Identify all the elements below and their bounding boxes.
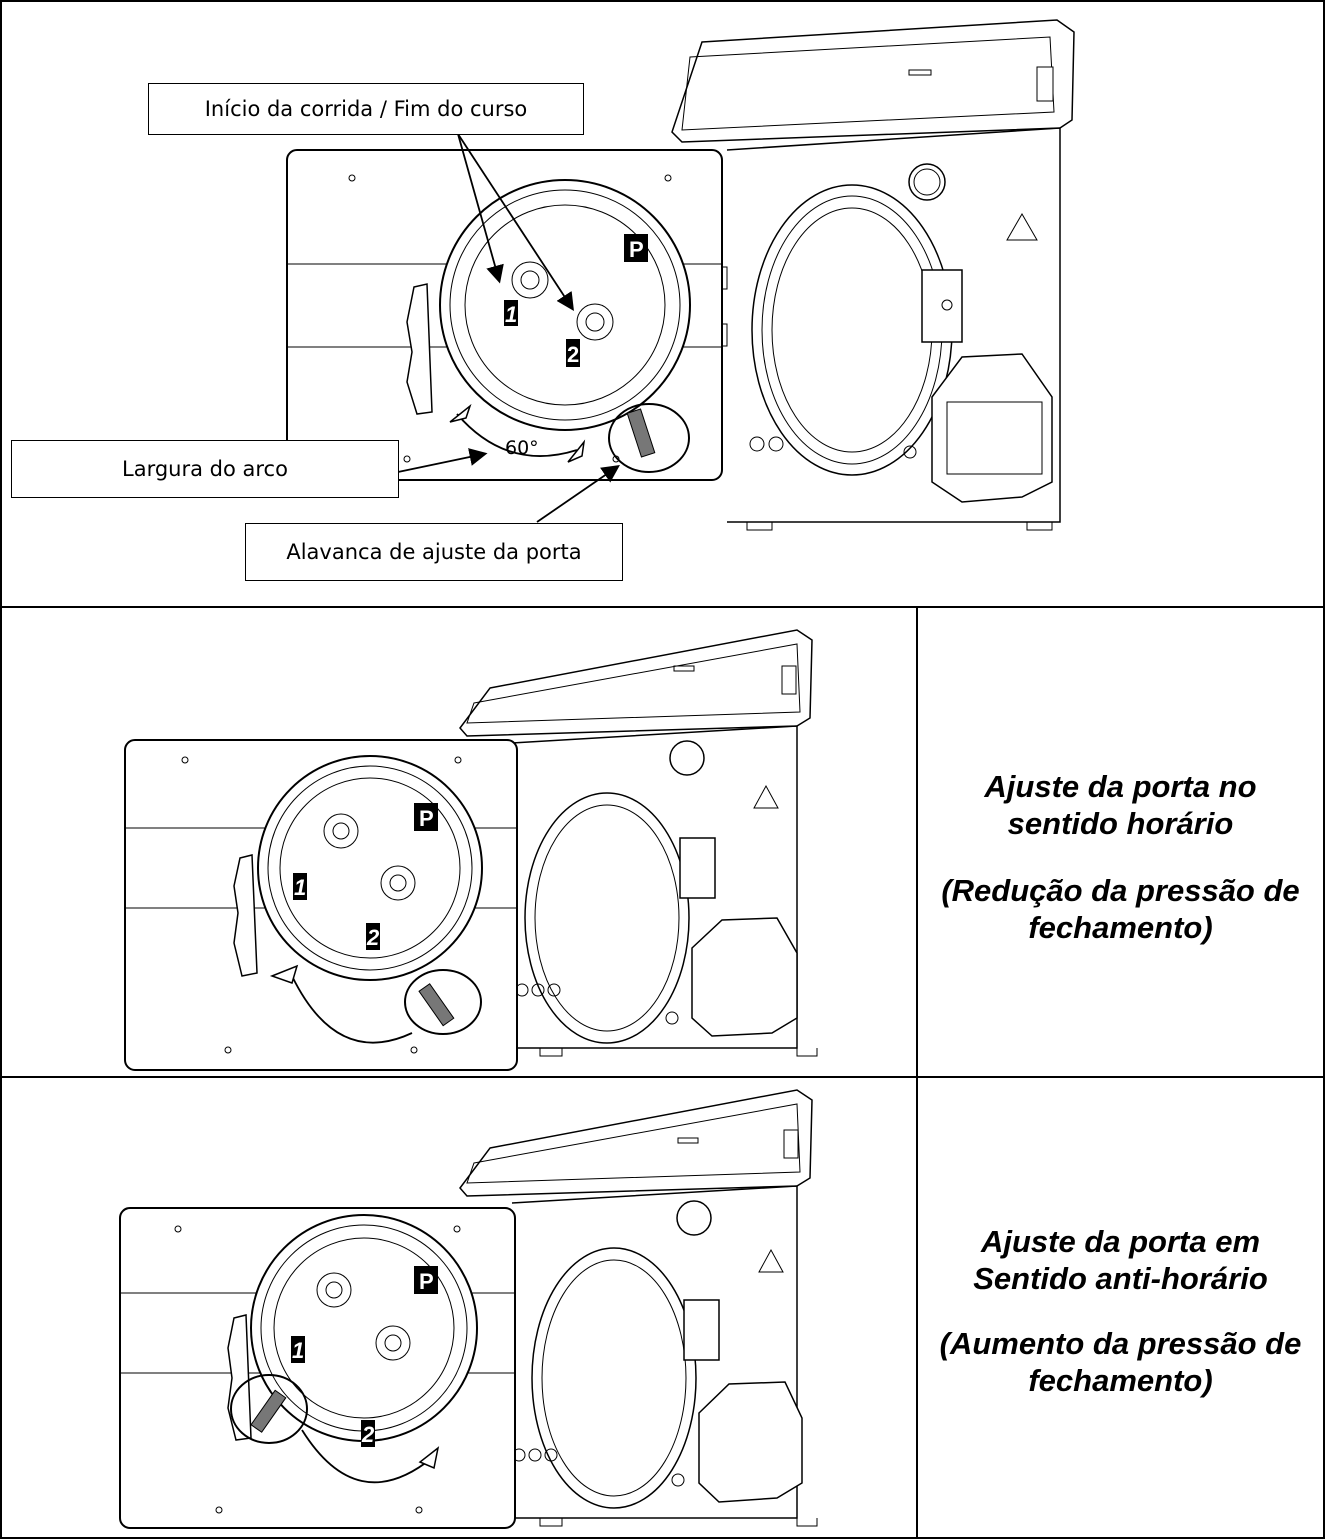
door-clockwise-illustration: P 1 2 xyxy=(124,629,818,1071)
marker-1: 1 xyxy=(294,875,306,900)
marker-2: 2 xyxy=(366,925,380,950)
clockwise-note: (Redução da pressão de fechamento) xyxy=(941,873,1300,945)
bottom-description-cell: Ajuste da porta em Sentido anti-horário … xyxy=(916,1076,1325,1539)
marker-p: P xyxy=(419,1269,434,1294)
marker-p: P xyxy=(629,237,644,262)
angle-label: 60° xyxy=(505,437,539,459)
bottom-diagram-cell: P 1 2 xyxy=(0,1076,918,1539)
middle-description-cell: Ajuste da porta no sentido horário (Redu… xyxy=(916,606,1325,1078)
clockwise-title: Ajuste da porta no sentido horário xyxy=(984,769,1257,841)
callout-arc-width: Largura do arco xyxy=(11,440,399,498)
callout-start-end: Início da corrida / Fim do curso xyxy=(148,83,584,135)
marker-p: P xyxy=(419,806,434,831)
marker-2: 2 xyxy=(567,342,579,367)
door-counterclockwise-illustration: P 1 2 xyxy=(119,1089,818,1529)
middle-diagram-cell: P 1 2 xyxy=(0,606,918,1078)
marker-1: 1 xyxy=(292,1338,304,1363)
marker-2: 2 xyxy=(361,1422,375,1447)
autoclave-door-open-illustration: P 1 2 60° xyxy=(286,19,1075,531)
counterclockwise-note: (Aumento da pressão de fechamento) xyxy=(939,1326,1302,1398)
top-diagram-cell: P 1 2 60° Início da corrida / Fim do cur… xyxy=(0,0,1325,608)
counterclockwise-title: Ajuste da porta em Sentido anti-horário xyxy=(973,1224,1268,1296)
marker-1: 1 xyxy=(505,302,517,327)
callout-lever: Alavanca de ajuste da porta xyxy=(245,523,623,581)
